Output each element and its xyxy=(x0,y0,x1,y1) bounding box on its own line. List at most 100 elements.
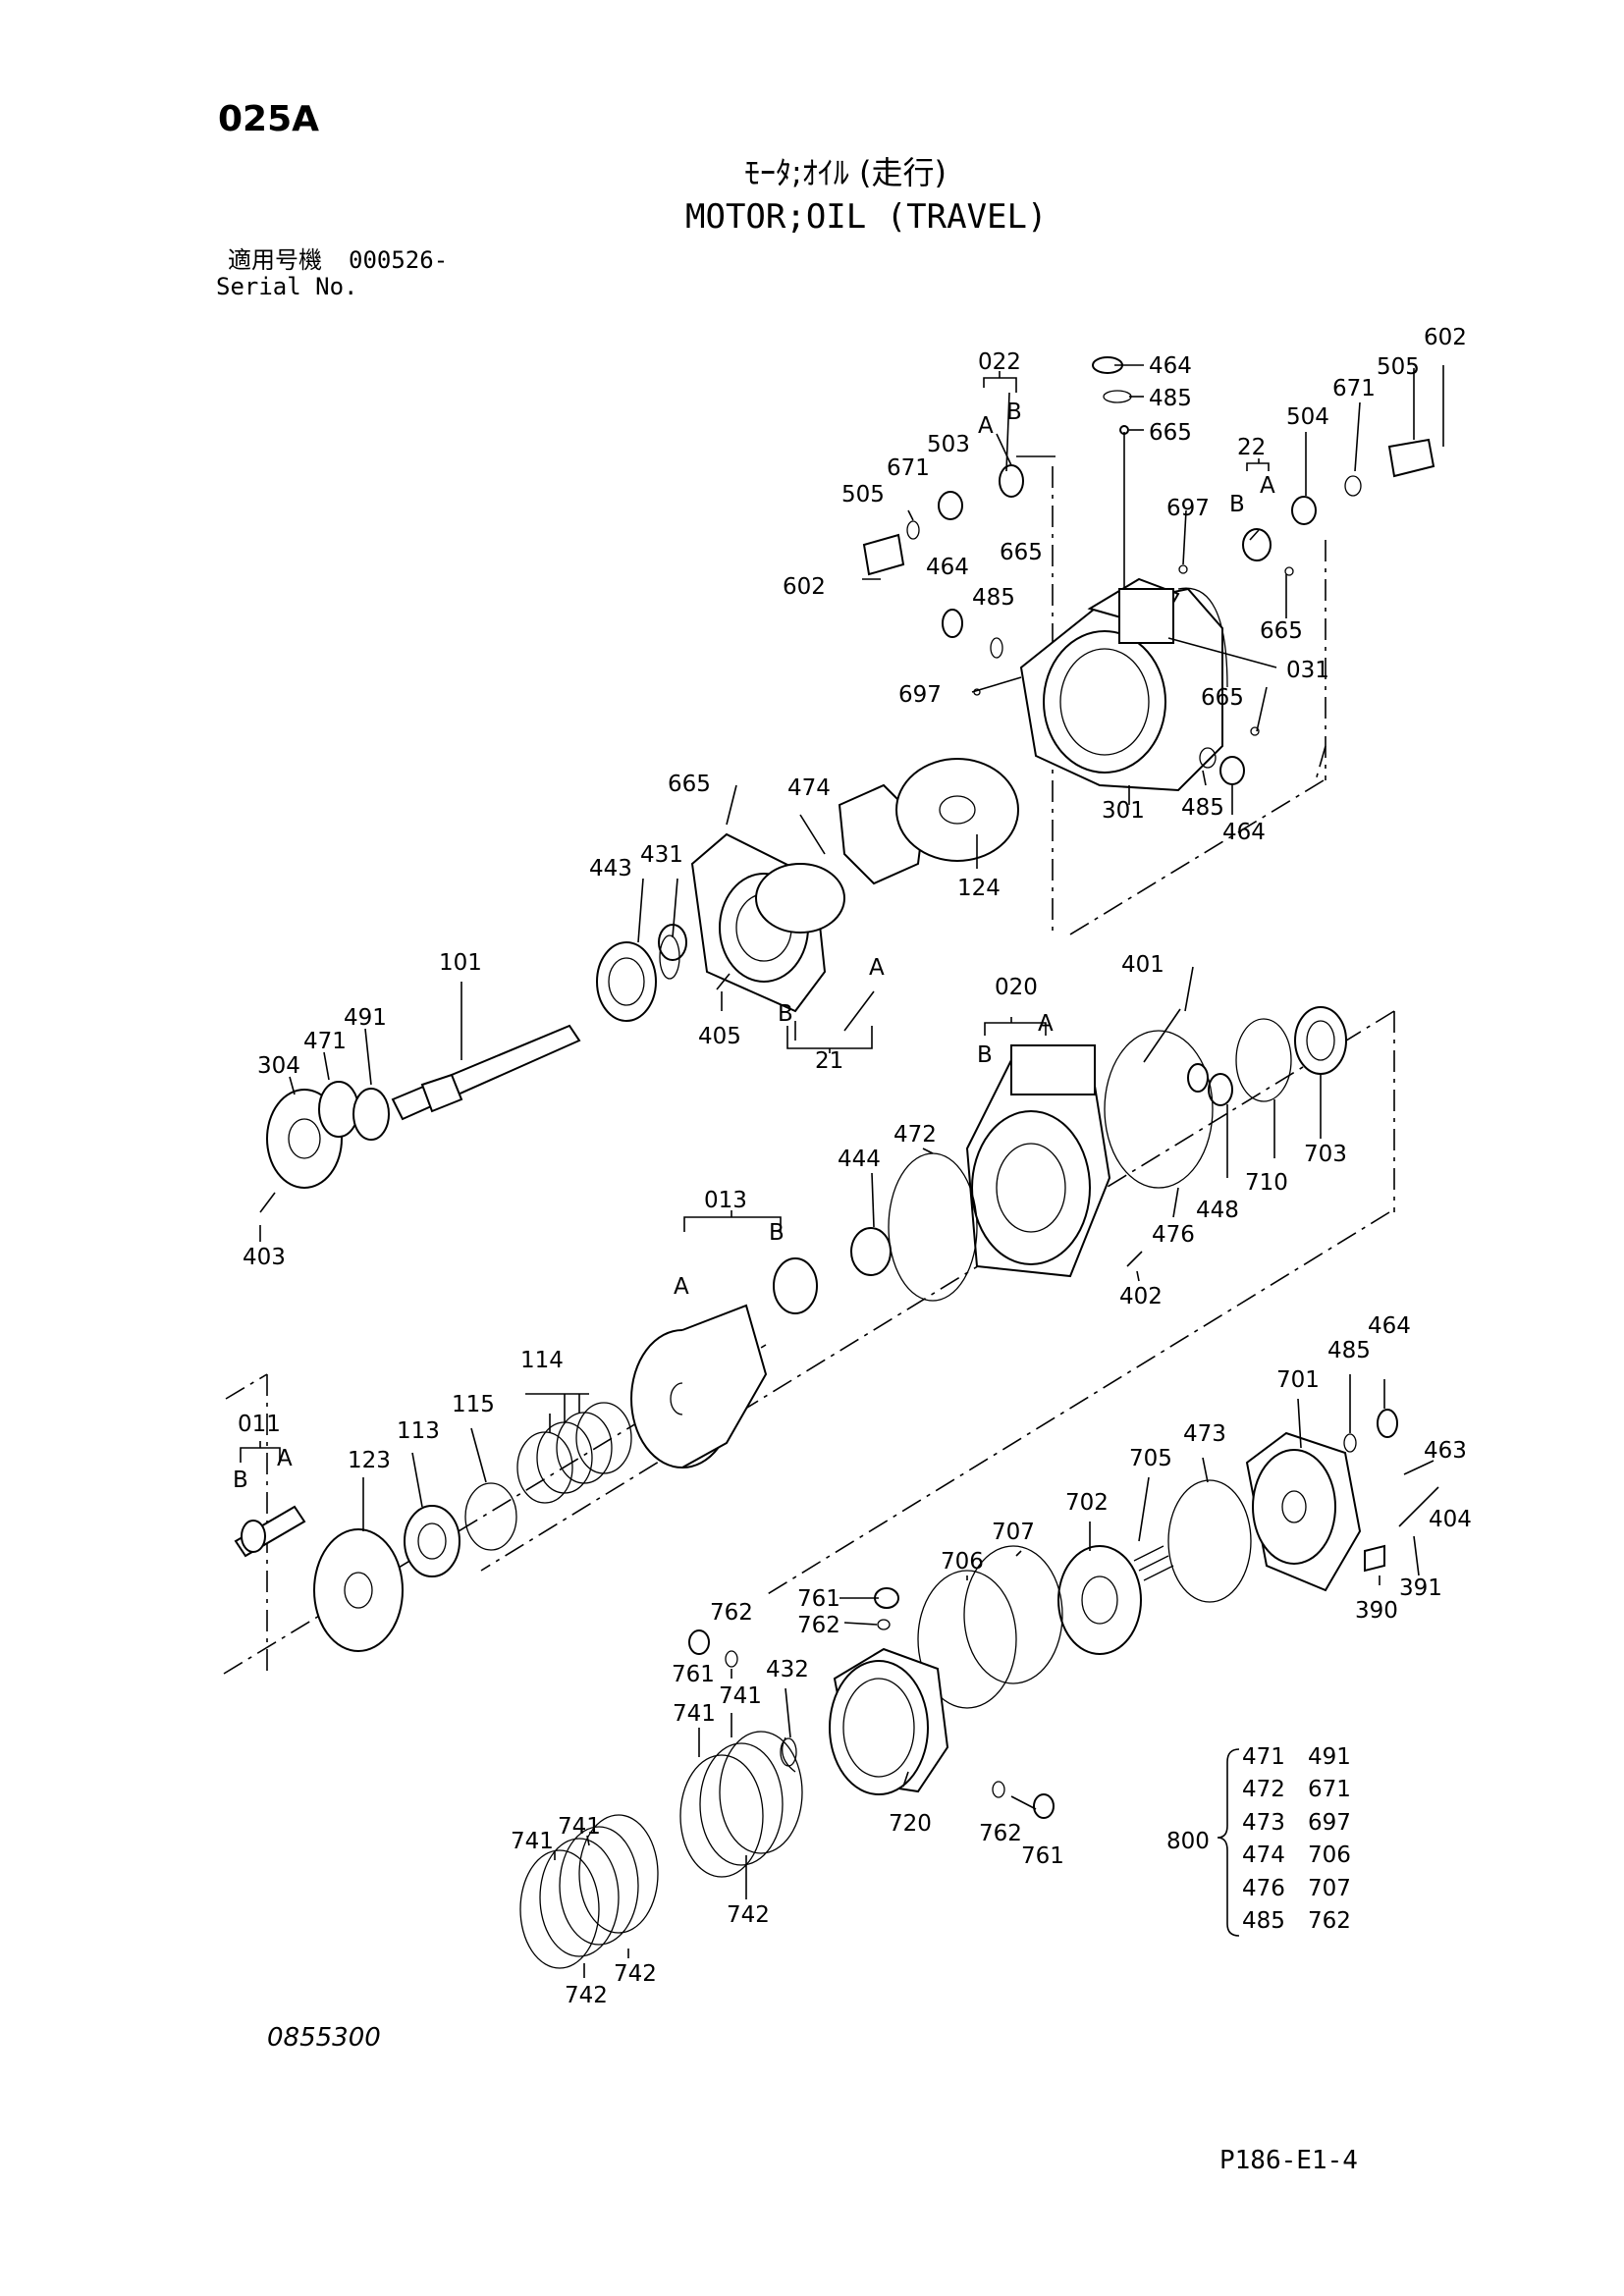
callout: B xyxy=(1006,400,1022,425)
callout: 485 xyxy=(1149,386,1192,411)
callout: 741 xyxy=(673,1701,716,1727)
callout: 665 xyxy=(1149,420,1192,446)
callout: 443 xyxy=(589,856,632,881)
callout: 013 xyxy=(704,1188,747,1213)
callout: 444 xyxy=(838,1147,881,1172)
callout: 463 xyxy=(1424,1438,1467,1464)
friction-plates-741-742 xyxy=(519,1731,803,1969)
kit-item: 706 xyxy=(1308,1842,1351,1868)
callout: B xyxy=(778,1001,793,1027)
callout: 505 xyxy=(1377,354,1420,380)
kit-item: 474 xyxy=(1242,1842,1285,1868)
callout: 464 xyxy=(1368,1313,1411,1339)
callout: 762 xyxy=(797,1613,840,1638)
callout: 485 xyxy=(1327,1338,1371,1363)
callout: 742 xyxy=(727,1902,770,1928)
callout: 741 xyxy=(511,1829,554,1854)
callout: 123 xyxy=(348,1448,391,1473)
callout: A xyxy=(869,955,885,981)
callout: A xyxy=(1038,1011,1054,1037)
callout: 491 xyxy=(344,1005,387,1031)
callout-labels: 022 A B 464 485 665 602 505 671 504 503 … xyxy=(233,325,1472,2008)
kit-item: 491 xyxy=(1308,1744,1351,1770)
kit-item: 476 xyxy=(1242,1876,1285,1901)
callout: 401 xyxy=(1121,952,1164,978)
callout: 705 xyxy=(1129,1446,1172,1471)
callout: 762 xyxy=(979,1821,1022,1846)
serial-label-english: Serial No. xyxy=(216,273,358,300)
callout: B xyxy=(769,1220,785,1246)
callout: 671 xyxy=(1332,376,1376,401)
callout: 124 xyxy=(957,876,1001,901)
callout: 404 xyxy=(1429,1507,1472,1532)
catalog-code: 025A xyxy=(218,99,320,139)
kit-item: 671 xyxy=(1308,1777,1351,1802)
callout: 115 xyxy=(452,1392,495,1417)
callout: 761 xyxy=(797,1586,840,1612)
leader-lines xyxy=(259,364,1444,1978)
kit-item: 707 xyxy=(1308,1876,1351,1901)
callout: 402 xyxy=(1119,1284,1163,1309)
callout: 800 xyxy=(1166,1829,1210,1854)
callout: 703 xyxy=(1304,1142,1347,1167)
callout: 701 xyxy=(1276,1367,1320,1393)
callout: 474 xyxy=(787,775,831,801)
page-reference: P186-E1-4 xyxy=(1219,2146,1358,2175)
mid-casing-020 xyxy=(965,1044,1111,1278)
kit-item: 473 xyxy=(1242,1810,1285,1836)
callout: A xyxy=(674,1274,689,1300)
callout: 741 xyxy=(719,1683,762,1709)
callout: 471 xyxy=(303,1029,347,1054)
callout: 403 xyxy=(243,1245,286,1270)
callout: 504 xyxy=(1286,404,1329,430)
drawing-number: 0855300 xyxy=(267,2023,381,2053)
cylinder-block-013 xyxy=(630,1152,978,1468)
callout: 431 xyxy=(640,842,683,868)
rear-cover-701 xyxy=(1167,1431,1362,1603)
callout: 21 xyxy=(815,1048,843,1074)
callout: 503 xyxy=(927,432,970,457)
callout: B xyxy=(1229,492,1245,517)
callout: 405 xyxy=(698,1024,741,1049)
callout: 485 xyxy=(972,585,1015,611)
kit-item: 697 xyxy=(1308,1810,1351,1836)
serial-number: 000526- xyxy=(349,246,449,274)
callout: 022 xyxy=(978,349,1021,375)
callout: 464 xyxy=(1222,820,1266,845)
callout: 602 xyxy=(783,574,826,600)
callout: 761 xyxy=(672,1662,715,1687)
callout: 710 xyxy=(1245,1170,1288,1196)
callout: 720 xyxy=(889,1811,932,1837)
kit-item: 485 xyxy=(1242,1908,1285,1934)
shaft-101 xyxy=(391,924,687,1121)
title-english: MOTOR;OIL (TRAVEL) xyxy=(685,197,1048,237)
callout: 671 xyxy=(887,455,930,481)
callout: 665 xyxy=(668,772,711,797)
seal-cover-304 xyxy=(266,1081,390,1189)
group-brackets xyxy=(240,371,1270,1937)
callout: 448 xyxy=(1196,1198,1239,1223)
callout: B xyxy=(233,1468,248,1493)
callout: 742 xyxy=(565,1983,608,2008)
callout: B xyxy=(977,1042,993,1068)
callout: 706 xyxy=(941,1549,984,1575)
kit-item: 762 xyxy=(1308,1908,1351,1934)
callout: 22 xyxy=(1237,435,1266,460)
kit-item: 472 xyxy=(1242,1777,1285,1802)
brake-piston-702 xyxy=(917,1545,1174,1709)
callout: A xyxy=(277,1446,293,1471)
callout: 113 xyxy=(397,1418,440,1444)
callout: 020 xyxy=(995,975,1038,1000)
kit-item: 471 xyxy=(1242,1744,1285,1770)
callout: 697 xyxy=(1166,496,1210,521)
spring-set-114 xyxy=(234,1402,632,1652)
callout: 464 xyxy=(926,555,969,580)
callout: 301 xyxy=(1102,798,1145,824)
callout: 761 xyxy=(1021,1843,1064,1869)
callout: 505 xyxy=(841,482,885,507)
callout: 665 xyxy=(1201,685,1244,711)
brake-housing-720 xyxy=(782,1647,949,1795)
callout: 464 xyxy=(1149,353,1192,379)
gear-703 xyxy=(1104,1006,1347,1189)
callout: 391 xyxy=(1399,1575,1442,1601)
